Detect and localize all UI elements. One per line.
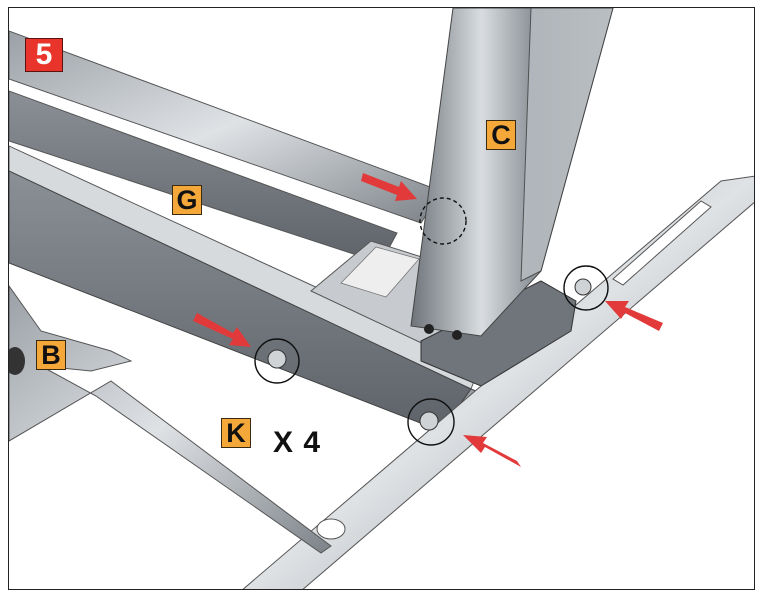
back-rail (9, 30, 442, 224)
foot-hole (316, 518, 346, 540)
bolt-front (267, 278, 592, 431)
assembly-illustration (9, 8, 754, 589)
indicator-arrows (193, 173, 663, 467)
part-label-c: C (486, 120, 516, 150)
step-number-badge: 5 (25, 38, 63, 72)
part-label-k: K (221, 418, 251, 448)
highlight-circles (254, 197, 609, 446)
foot-slot-outline (612, 200, 712, 286)
part-label-b: B (36, 340, 66, 370)
leg-column-edge (520, 8, 614, 282)
bracket-b (9, 285, 332, 554)
illustration-frame: 5 C G B K X 4 (8, 7, 755, 590)
part-label-g: G (172, 185, 202, 215)
quantity-text: X 4 (273, 426, 322, 459)
corner-bracket (420, 280, 577, 387)
plate-sticker (340, 246, 420, 298)
